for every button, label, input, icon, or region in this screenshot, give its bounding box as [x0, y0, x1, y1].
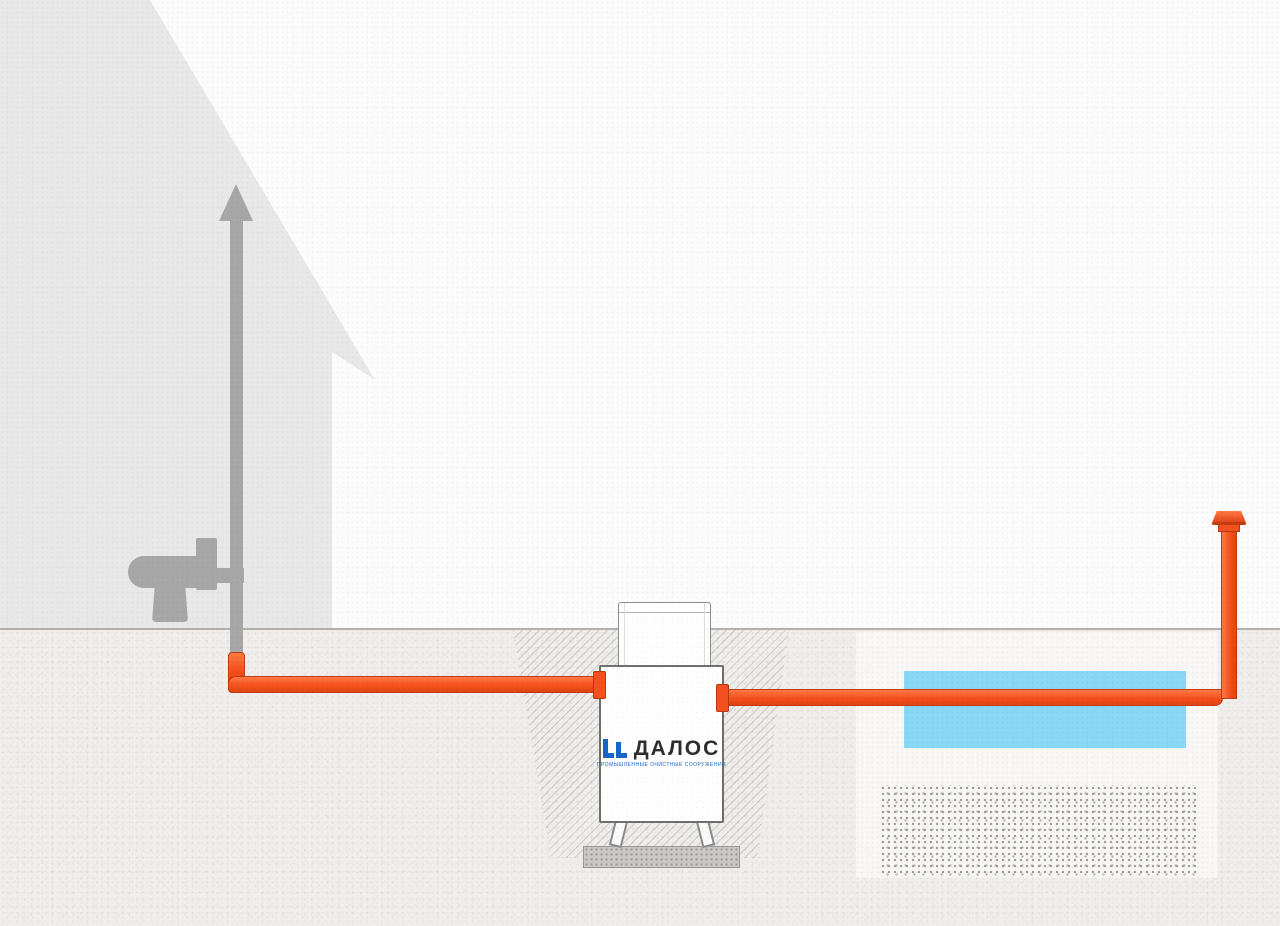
dalos-logo-icon — [602, 738, 629, 759]
tank-subtitle-label: ПРОМЫШЛЕННЫЕ ОЧИСТНЫЕ СООРУЖЕНИЯ — [596, 762, 727, 768]
house-silhouette — [0, 0, 375, 628]
vent-cap-rim — [1212, 522, 1246, 525]
toilet-bowl — [128, 556, 206, 588]
vent-arrow-icon — [219, 184, 253, 221]
vent-cap-icon — [1212, 511, 1246, 523]
tank-neck-wall-line — [704, 603, 705, 667]
tank-outlet-coupling — [716, 684, 729, 712]
drain-field-water — [904, 671, 1186, 748]
house-vent-pipe — [230, 218, 243, 680]
concrete-slab — [583, 846, 740, 868]
toilet-pedestal — [152, 584, 188, 622]
sewer-pipe-outlet — [723, 689, 1223, 706]
tank-neck-wall-line — [624, 603, 625, 667]
toilet-icon — [126, 536, 246, 626]
toilet-outlet-pipe — [212, 568, 244, 583]
vent-riser-pipe — [1221, 527, 1237, 699]
sewer-pipe-inlet — [228, 676, 600, 693]
vent-cap-collar — [1218, 524, 1240, 532]
tank-inlet-coupling — [593, 671, 606, 699]
tank-lid-seam — [619, 612, 710, 613]
septic-tank-neck — [618, 602, 711, 668]
tank-brand-block: ДАЛОС ПРОМЫШЛЕННЫЕ ОЧИСТНЫЕ СООРУЖЕНИЯ — [596, 737, 727, 782]
tank-brand-label: ДАЛОС — [633, 737, 721, 760]
gravel-filter-bed — [880, 785, 1200, 877]
